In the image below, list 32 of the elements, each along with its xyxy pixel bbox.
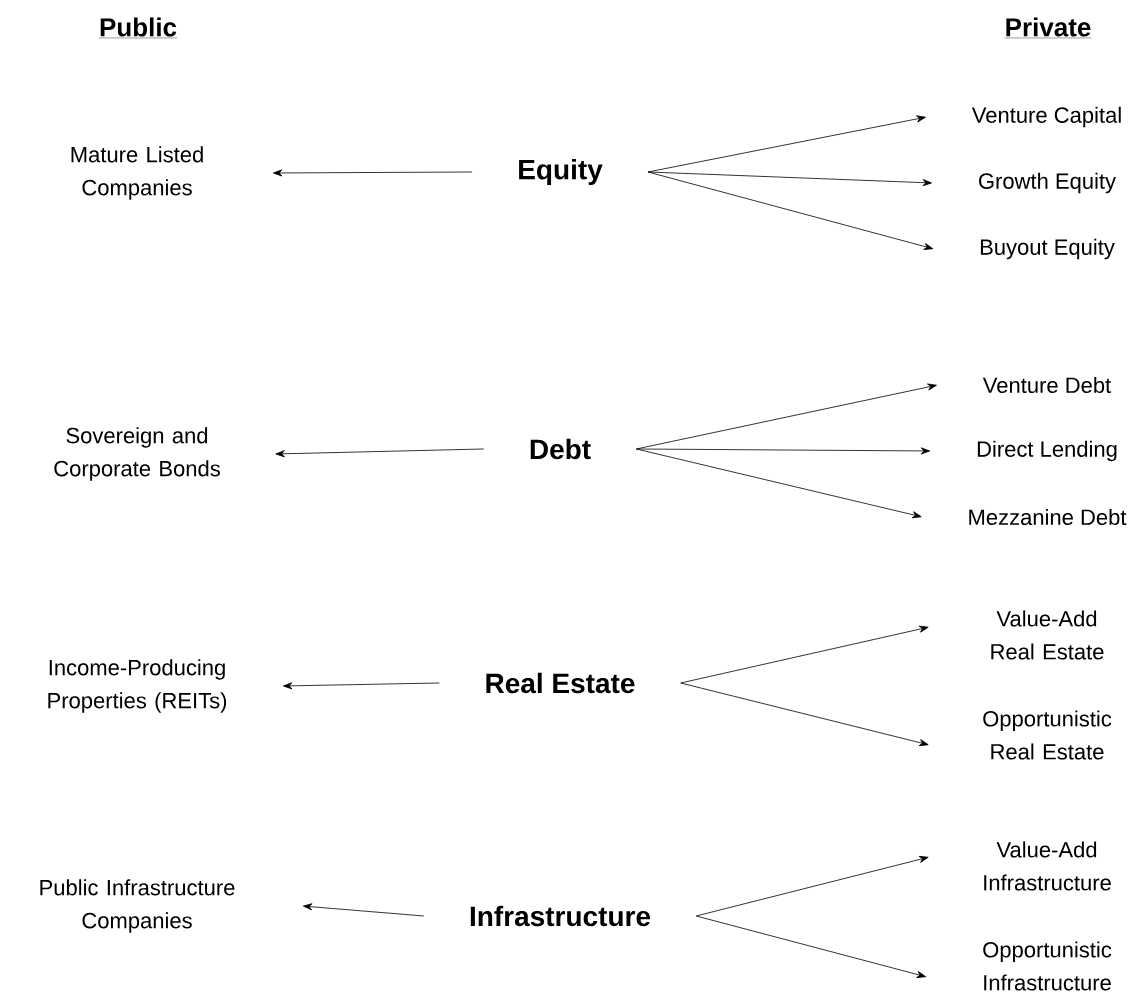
private-strategy-label: Value-Add Real Estate (991, 610, 1104, 660)
arrow (635, 448, 922, 519)
column-heading: Private (1004, 17, 1092, 39)
asset-class-label: Debt (530, 438, 591, 460)
private-strategy-label: Mezzanine Debt (969, 508, 1127, 526)
arrow (273, 169, 473, 177)
arrow (647, 171, 932, 187)
private-strategy-label: Venture Capital (971, 106, 1121, 128)
private-strategy-label: Venture Debt (982, 376, 1112, 394)
private-strategy-label: Direct Lending (977, 440, 1117, 462)
arrow (635, 447, 931, 455)
arrow (680, 625, 929, 684)
arrow (695, 915, 927, 978)
private-strategy-label: Buyout Equity (980, 238, 1115, 260)
private-strategy-label: Growth Equity (979, 172, 1116, 194)
arrow (283, 682, 440, 690)
arrow (647, 171, 934, 250)
asset-class-label: Real Estate (486, 672, 635, 694)
arrow (680, 682, 929, 747)
private-strategy-label: Value-Add Infrastructure (984, 841, 1111, 891)
arrow (275, 448, 485, 458)
column-heading: Public (98, 17, 178, 39)
public-market-label: Sovereign and Corporate Bonds (54, 427, 220, 481)
asset-class-label: Equity (519, 158, 603, 186)
public-market-label: Mature Listed Companies (71, 146, 203, 200)
arrow (695, 855, 929, 917)
arrow (303, 903, 425, 917)
public-market-label: Income-Producing Properties (REITs) (48, 659, 227, 713)
asset-class-label: Infrastructure (470, 905, 651, 927)
private-strategy-label: Opportunistic Infrastructure (983, 941, 1112, 991)
private-strategy-label: Opportunistic Real Estate (983, 710, 1112, 760)
public-market-label: Public Infrastructure Companies (40, 879, 235, 933)
